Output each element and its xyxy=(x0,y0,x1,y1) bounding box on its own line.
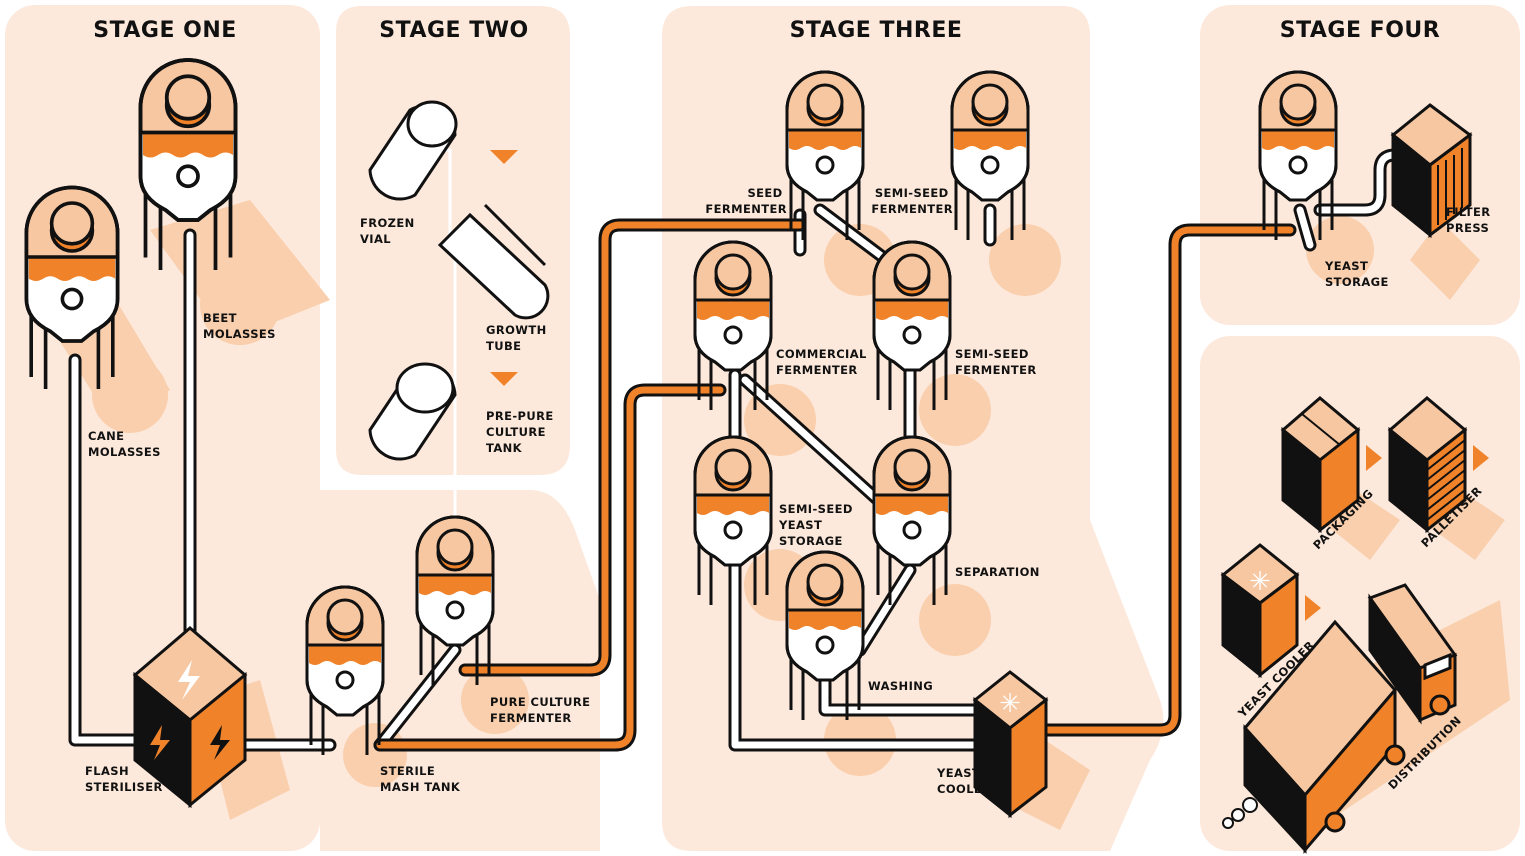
yeast-cooler-stage3-icon: ✳ xyxy=(972,670,1049,819)
stage-two-title: STAGE TWO xyxy=(379,18,528,43)
label-flash-steriliser: FLASH STERILISER xyxy=(85,764,163,794)
white-pipes xyxy=(68,148,1402,752)
arrow-icon xyxy=(1366,445,1382,471)
stage-three-title: STAGE THREE xyxy=(790,18,963,43)
label-semi-seed-fermenter-mid: SEMI-SEED FERMENTER xyxy=(955,347,1037,377)
snowflake-icon: ✳ xyxy=(999,689,1021,719)
stage-one-title: STAGE ONE xyxy=(93,18,237,43)
truck-icon xyxy=(1222,583,1458,855)
arrow-icon xyxy=(490,372,518,386)
orange-pipes xyxy=(373,218,1297,752)
label-yeast-cooler-stage3: YEAST COOLER xyxy=(936,766,991,796)
label-washing: WASHING xyxy=(868,679,933,693)
label-beet-molasses: BEET MOLASSES xyxy=(203,311,276,341)
label-pre-pure-culture-tank: PRE-PURE CULTURE TANK xyxy=(486,409,558,455)
flash-steriliser-icon xyxy=(132,626,248,809)
palletiser-icon xyxy=(1387,396,1468,534)
frozen-vial-icon xyxy=(368,100,458,201)
bolt-icon xyxy=(150,725,170,760)
label-commercial-fermenter: COMMERCIAL FERMENTER xyxy=(776,347,871,377)
label-cane-molasses: CANE MOLASSES xyxy=(88,429,161,459)
label-filter-press: FILTER PRESS xyxy=(1446,205,1495,235)
stage-four-title: STAGE FOUR xyxy=(1280,18,1440,43)
bolt-icon xyxy=(178,660,200,700)
yeast-cooler-stage4-icon: ✳ xyxy=(1220,543,1300,679)
stage-two-arrows xyxy=(490,150,518,386)
packaging-box-icon xyxy=(1280,396,1361,534)
arrow-icon xyxy=(490,150,518,164)
arrow-icon xyxy=(1305,595,1321,621)
filter-press-icon xyxy=(1390,103,1473,239)
label-pure-culture-fermenter: PURE CULTURE FERMENTER xyxy=(490,695,595,725)
arrow-icon xyxy=(1473,445,1489,471)
label-semi-seed-fermenter-top: SEMI-SEED FERMENTER xyxy=(871,186,953,216)
label-sterile-mash-tank: STERILE MASH TANK xyxy=(380,764,461,794)
pre-pure-culture-tank-icon xyxy=(368,362,457,461)
label-semi-seed-yeast-storage: SEMI-SEED YEAST STORAGE xyxy=(778,502,857,548)
label-frozen-vial: FROZEN VIAL xyxy=(360,216,419,246)
label-growth-tube: GROWTH TUBE xyxy=(486,323,551,353)
label-yeast-storage: YEAST STORAGE xyxy=(1324,259,1389,289)
bolt-icon xyxy=(210,725,230,760)
label-separation: SEPARATION xyxy=(955,565,1040,579)
snowflake-icon: ✳ xyxy=(1249,567,1271,597)
growth-tube-icon xyxy=(437,203,550,320)
label-seed-fermenter: SEED FERMENTER xyxy=(705,186,787,216)
